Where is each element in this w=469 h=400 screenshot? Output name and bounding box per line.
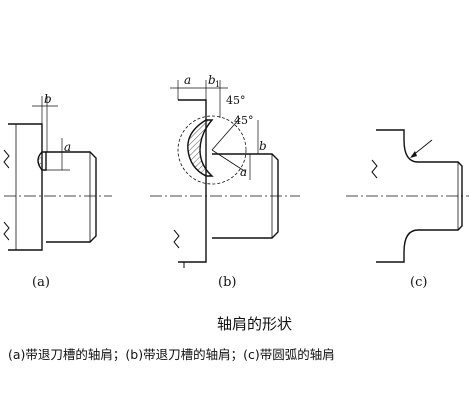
angle-label-2: 45° <box>234 114 254 127</box>
shaft-body-b <box>178 99 207 263</box>
angle-label-1: 45° <box>226 94 246 107</box>
shaft-body-a <box>8 123 43 251</box>
dim-a-label-a: a <box>64 140 71 154</box>
panel-label-c: (c) <box>410 275 427 290</box>
dim-b-label-b: b <box>208 73 216 87</box>
figure-caption: (a)带退刀槽的轴肩；(b)带退刀槽的轴肩；(c)带圆弧的轴肩 <box>8 347 335 362</box>
panel-a <box>3 96 112 251</box>
journal-b <box>212 153 279 239</box>
shaft-shoulder-diagram: b a (a) a b 1 45° 45° b a (b) <box>3 73 469 290</box>
figure-title: 轴肩的形状 <box>216 315 292 333</box>
shaft-outline-c <box>376 129 463 263</box>
dim-a-label-b: a <box>184 73 191 87</box>
break-mark-b <box>173 229 180 249</box>
break-mark-a <box>3 149 10 241</box>
dim-b-side-label: b <box>259 139 267 153</box>
groove-b <box>187 119 214 177</box>
groove-a <box>37 151 43 171</box>
panel-c <box>346 129 469 263</box>
panel-b <box>150 80 300 268</box>
dim-a-side-label: a <box>240 165 247 179</box>
detail-circle-b <box>177 115 247 185</box>
panel-label-a: (a) <box>32 275 50 290</box>
break-mark-c <box>371 159 378 179</box>
panel-label-b: (b) <box>218 275 236 290</box>
dim-b-label-a: b <box>44 92 52 106</box>
dim-b-subscript-b: 1 <box>215 80 220 89</box>
journal-a <box>46 151 97 243</box>
